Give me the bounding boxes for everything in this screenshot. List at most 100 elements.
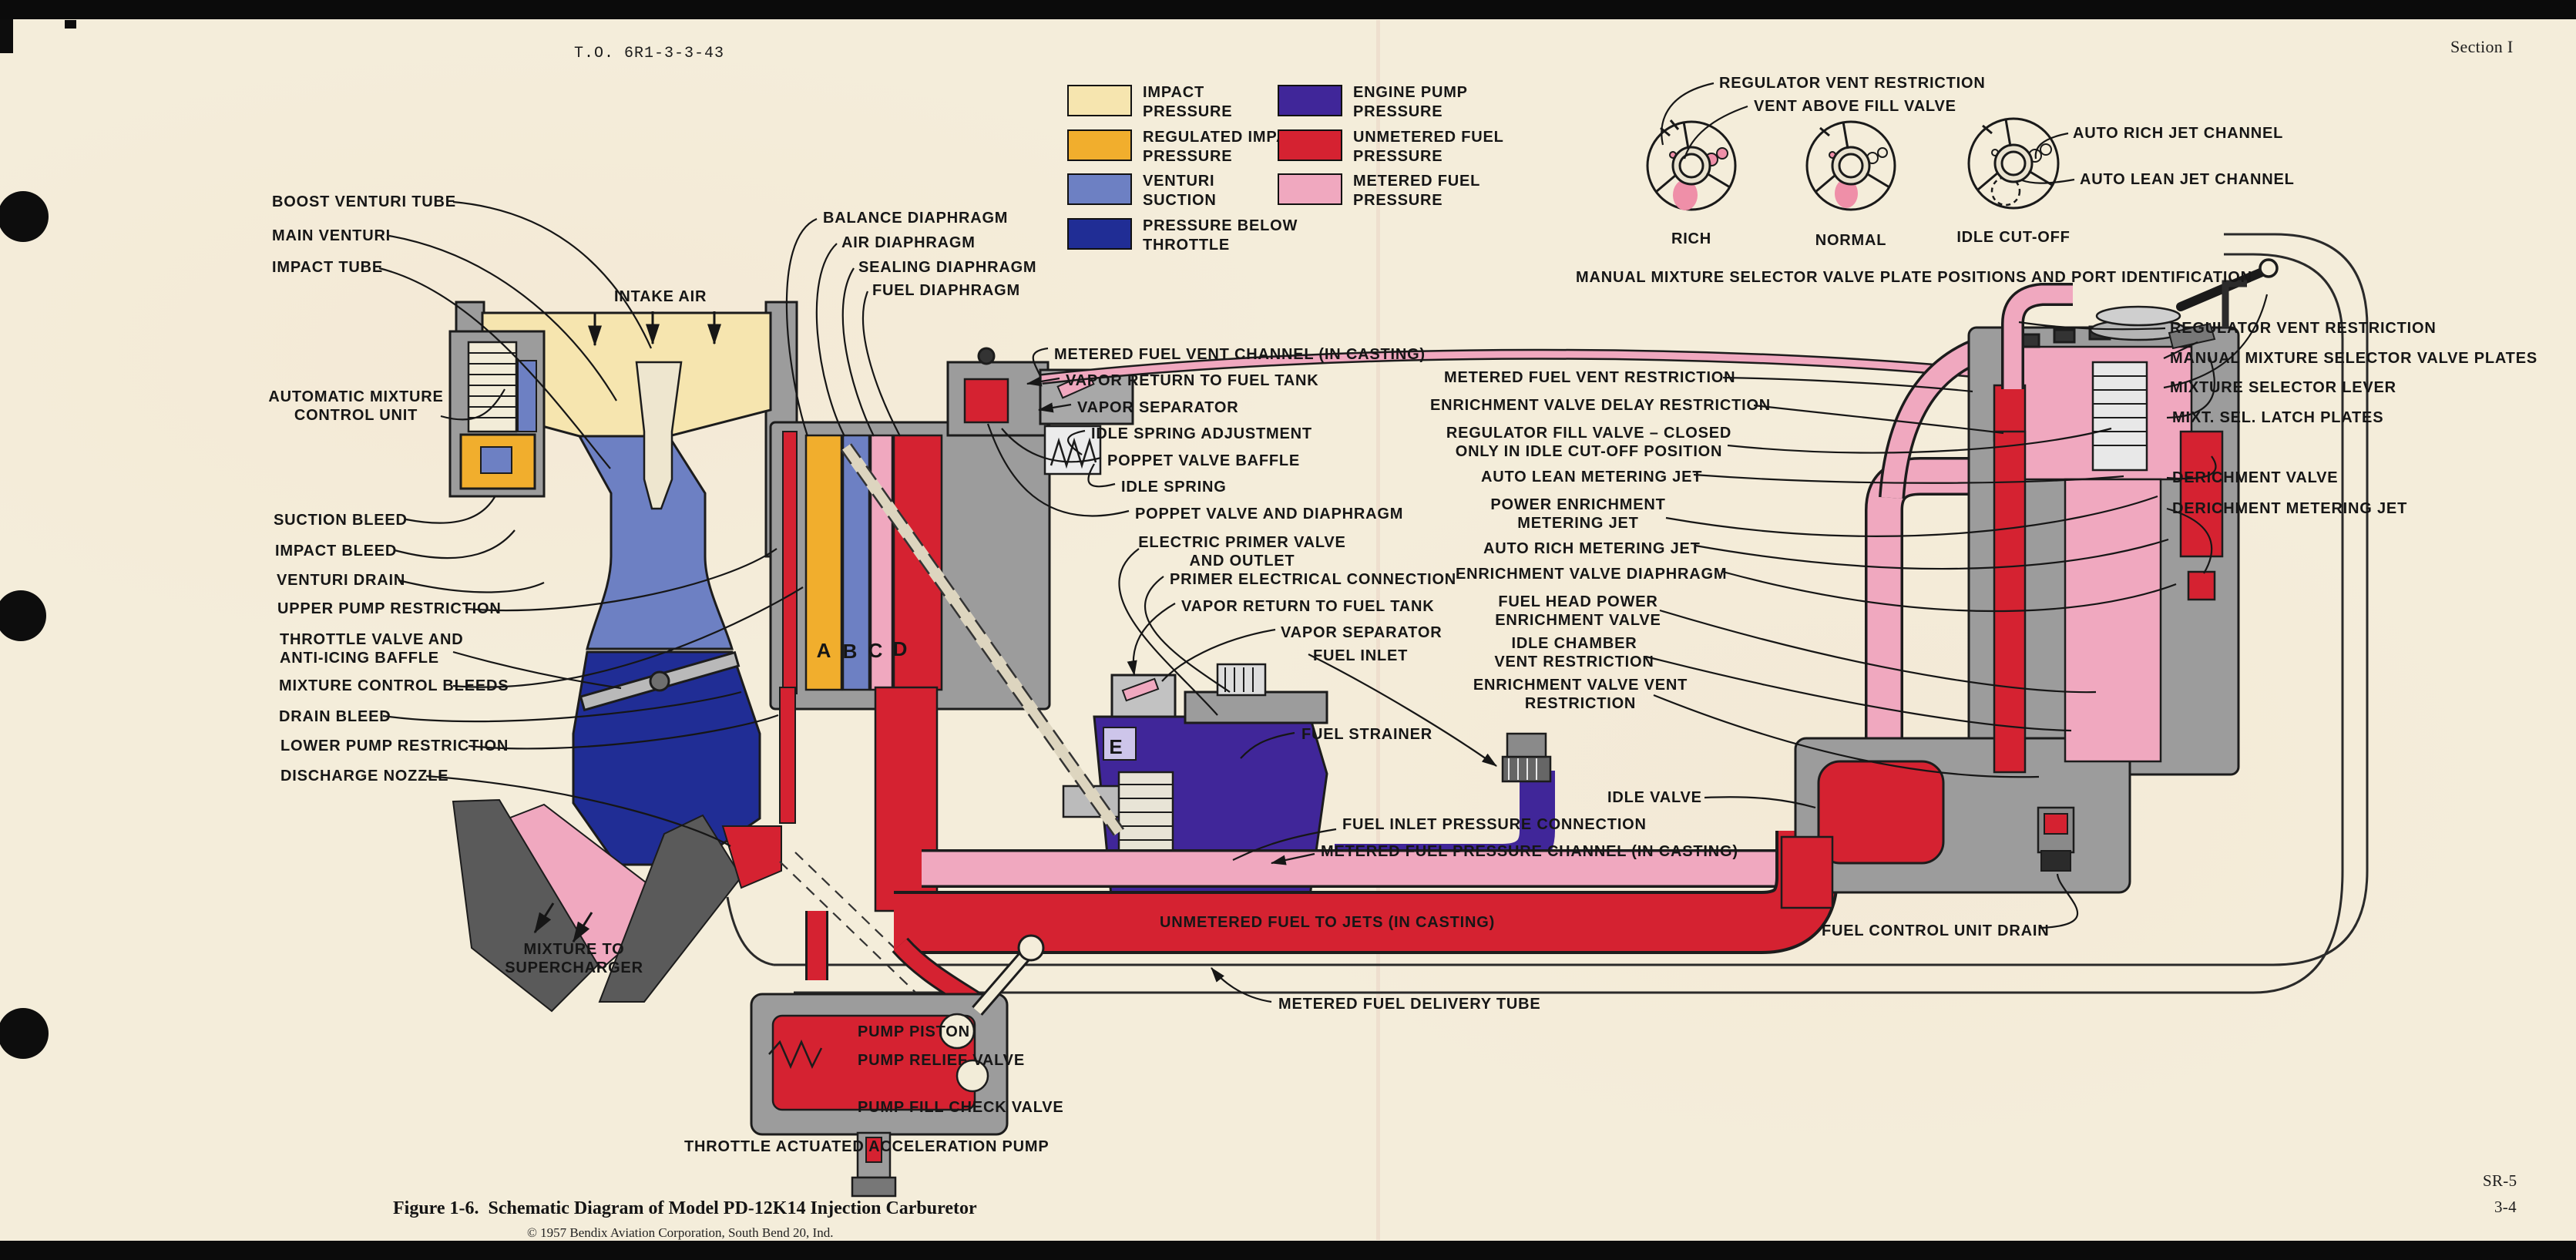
- page-number: 3-4: [2494, 1198, 2517, 1216]
- diagram-label: POPPET VALVE BAFFLE: [1107, 452, 1301, 469]
- diagram-label: METERED FUEL VENT RESTRICTION: [1444, 368, 1736, 386]
- fuel-control-unit-art: [1780, 258, 2279, 909]
- diagram-label: NORMAL: [1815, 231, 1887, 249]
- diagram-label: FUEL INLET PRESSURE CONNECTION: [1342, 815, 1647, 833]
- punch-holes: [0, 19, 76, 1059]
- diagram-label: IDLE SPRING: [1121, 478, 1227, 496]
- diagram-label: VAPOR RETURN TO FUEL TANK: [1066, 371, 1319, 389]
- diagram-label: IDLE SPRING ADJUSTMENT: [1091, 425, 1312, 442]
- legend-swatch: [1067, 217, 1132, 250]
- airflow-arrows: [533, 311, 721, 943]
- regulator-unit-art: [721, 347, 1555, 912]
- selector-plate-idle-cutoff: [1967, 117, 2060, 210]
- diagram-label: ELECTRIC PRIMER VALVE AND OUTLET: [1138, 533, 1346, 570]
- diagram-label: THROTTLE VALVE AND ANTI-ICING BAFFLE: [280, 630, 464, 667]
- selector-plate-diagrams: [1646, 117, 2060, 211]
- diagram-label: METERED FUEL DELIVERY TUBE: [1278, 995, 1541, 1013]
- diagram-label: FUEL HEAD POWER ENRICHMENT VALVE: [1495, 593, 1661, 629]
- legend-label: IMPACT PRESSURE: [1143, 84, 1233, 120]
- diagram-label: DERICHMENT VALVE: [2172, 469, 2339, 486]
- diagram-label: SEALING DIAPHRAGM: [858, 258, 1037, 276]
- diagram-label: INTAKE AIR: [614, 287, 707, 305]
- diagram-label: IDLE CUT-OFF: [1956, 228, 2071, 246]
- legend-item: UNMETERED FUEL PRESSURE: [1278, 129, 1504, 166]
- legend-item: ENGINE PUMP PRESSURE: [1278, 84, 1468, 122]
- diagram-label: FUEL STRAINER: [1301, 725, 1433, 743]
- diagram-label: MANUAL MIXTURE SELECTOR VALVE PLATES: [2170, 349, 2537, 367]
- diagram-label: MIXTURE CONTROL BLEEDS: [279, 677, 509, 694]
- diagram-label: METERED FUEL VENT CHANNEL (IN CASTING): [1054, 345, 1426, 363]
- selector-plate-normal: [1805, 120, 1896, 211]
- legend-swatch: [1278, 129, 1342, 161]
- diagram-label: REGULATOR FILL VALVE – CLOSED ONLY IN ID…: [1446, 424, 1732, 460]
- legend-item: PRESSURE BELOW THROTTLE: [1067, 217, 1298, 255]
- diagram-label: REGULATOR VENT RESTRICTION: [2170, 319, 2437, 337]
- diagram-label: FUEL CONTROL UNIT DRAIN: [1822, 922, 2050, 939]
- diagram-label: IMPACT BLEED: [275, 542, 398, 559]
- diagram-label: UNMETERED FUEL TO JETS (IN CASTING): [1160, 913, 1496, 931]
- diagram-label: DRAIN BLEED: [279, 707, 391, 725]
- diagram-label: MIXT. SEL. LATCH PLATES: [2172, 408, 2384, 426]
- diagram-label: MAIN VENTURI: [272, 227, 391, 244]
- diagram-label: DERICHMENT METERING JET: [2172, 499, 2408, 517]
- legend-swatch: [1067, 85, 1132, 116]
- diagram-label: BALANCE DIAPHRAGM: [823, 209, 1009, 227]
- diagram-label: B: [842, 639, 858, 663]
- legend-swatch: [1278, 85, 1342, 116]
- technical-order-number: T.O. 6R1-3-3-43: [574, 45, 725, 62]
- legend-item: METERED FUEL PRESSURE: [1278, 173, 1480, 210]
- page-crease: [1376, 20, 1380, 1240]
- legend-label: PRESSURE BELOW THROTTLE: [1143, 217, 1298, 254]
- selector-plate-rich: [1646, 119, 1737, 211]
- diagram-label: MIXTURE TO SUPERCHARGER: [505, 940, 643, 976]
- diagram-label: VAPOR SEPARATOR: [1077, 398, 1239, 416]
- diagram-label: REGULATOR VENT RESTRICTION: [1719, 74, 1986, 92]
- diagram-label: IMPACT TUBE: [272, 258, 383, 276]
- diagram-label: AUTO LEAN METERING JET: [1481, 468, 1703, 486]
- diagram-label: C: [868, 638, 883, 662]
- diagram-label: AUTO LEAN JET CHANNEL: [2080, 170, 2295, 188]
- diagram-label: AUTO RICH JET CHANNEL: [2073, 124, 2284, 142]
- legend-swatch: [1067, 173, 1132, 205]
- leader-lines: [378, 82, 2269, 1003]
- scan-edge-top: [0, 0, 2576, 19]
- diagram-label: PRIMER ELECTRICAL CONNECTION: [1170, 570, 1457, 588]
- diagram-label: DISCHARGE NOZZLE: [280, 767, 449, 785]
- diagram-label: METERED FUEL PRESSURE CHANNEL (IN CASTIN…: [1321, 842, 1738, 860]
- diagram-label: VAPOR RETURN TO FUEL TANK: [1181, 597, 1435, 615]
- diagram-label: POWER ENRICHMENT METERING JET: [1490, 496, 1666, 532]
- diagram-label: ENRICHMENT VALVE DIAPHRAGM: [1456, 565, 1728, 583]
- diagram-label: VENT ABOVE FILL VALVE: [1754, 97, 1956, 115]
- diagram-label: ENRICHMENT VALVE VENT RESTRICTION: [1473, 676, 1688, 712]
- diagram-label: SUCTION BLEED: [274, 511, 408, 529]
- legend-label: ENGINE PUMP PRESSURE: [1353, 84, 1468, 120]
- figure-caption: Figure 1-6. Schematic Diagram of Model P…: [393, 1198, 977, 1218]
- diagram-label: LOWER PUMP RESTRICTION: [280, 737, 509, 754]
- diagram-label: AUTOMATIC MIXTURE CONTROL UNIT: [268, 388, 444, 424]
- diagram-label: A: [816, 638, 831, 662]
- sheet-ref: SR-5: [2483, 1171, 2517, 1190]
- legend-item: IMPACT PRESSURE: [1067, 84, 1233, 122]
- diagram-label: IDLE VALVE: [1607, 788, 1702, 806]
- diagram-label: VAPOR SEPARATOR: [1281, 623, 1442, 641]
- diagram-label: POPPET VALVE AND DIAPHRAGM: [1135, 505, 1404, 522]
- diagram-label: PUMP FILL CHECK VALVE: [858, 1098, 1064, 1116]
- legend-swatch: [1278, 173, 1342, 205]
- section-header: Section I: [2450, 37, 2514, 56]
- diagram-label: D: [892, 637, 908, 660]
- legend-label: VENTURI SUCTION: [1143, 173, 1217, 209]
- diagram-label: MANUAL MIXTURE SELECTOR VALVE PLATE POSI…: [1576, 268, 2252, 286]
- legend-label: UNMETERED FUEL PRESSURE: [1353, 128, 1504, 165]
- legend-item: VENTURI SUCTION: [1067, 173, 1217, 210]
- diagram-label: E: [1109, 734, 1123, 758]
- legend-swatch: [1067, 129, 1132, 161]
- diagram-label: UPPER PUMP RESTRICTION: [277, 600, 502, 617]
- copyright-line: © 1957 Bendix Aviation Corporation, Sout…: [527, 1225, 834, 1240]
- diagram-label: PUMP PISTON: [858, 1023, 970, 1040]
- diagram-label: AUTO RICH METERING JET: [1483, 539, 1701, 557]
- diagram-label: IDLE CHAMBER VENT RESTRICTION: [1494, 634, 1654, 670]
- diagram-label: FUEL DIAPHRAGM: [872, 281, 1020, 299]
